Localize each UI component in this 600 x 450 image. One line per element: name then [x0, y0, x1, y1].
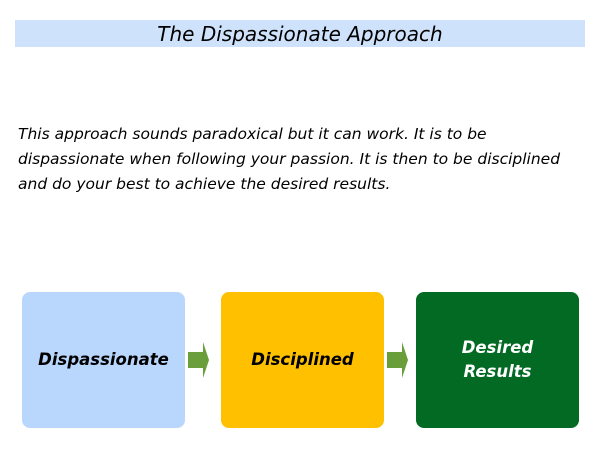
step-label: Desired Results	[461, 338, 534, 381]
step-dispassionate: Dispassionate	[22, 292, 185, 428]
right-arrow-icon	[188, 342, 209, 378]
body-paragraph: This approach sounds paradoxical but it …	[18, 125, 561, 193]
step-label: Dispassionate	[38, 350, 169, 369]
step-desired-results: Desired Results	[416, 292, 579, 428]
slide-title: The Dispassionate Approach	[157, 21, 443, 46]
title-bar: The Dispassionate Approach	[15, 20, 585, 47]
right-arrow-icon	[387, 342, 408, 378]
step-disciplined: Disciplined	[221, 292, 384, 428]
step-label: Disciplined	[251, 350, 354, 369]
